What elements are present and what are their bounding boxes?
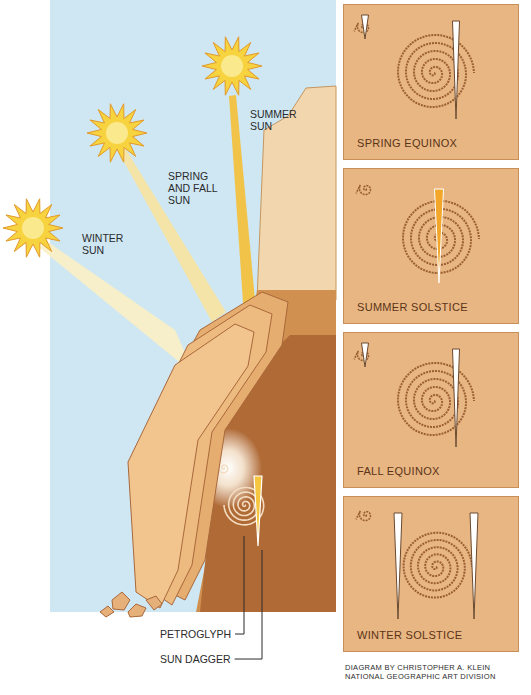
rubble-stone xyxy=(128,604,146,617)
sun xyxy=(3,199,63,257)
sun-dagger xyxy=(453,349,460,447)
spiral-petroglyph xyxy=(398,35,474,107)
spiral-petroglyph xyxy=(398,363,474,435)
leader-line xyxy=(235,550,262,659)
sun-dagger xyxy=(394,513,402,619)
solar-event-panel: FALL EQUINOX xyxy=(343,332,519,488)
sun-rays xyxy=(87,104,147,162)
sun xyxy=(87,104,147,162)
rubble xyxy=(100,592,162,617)
petroglyph-figure xyxy=(344,169,518,323)
small-spiral xyxy=(356,185,370,195)
part-label: PETROGLYPH xyxy=(160,628,231,640)
sun-dagger xyxy=(362,15,369,39)
sun-dagger xyxy=(435,189,444,283)
solar-event-panel: WINTER SOLSTICE xyxy=(343,496,519,652)
rock-slab xyxy=(128,324,254,608)
part-label: SPRING AND FALL SUN xyxy=(168,170,230,206)
small-spiral xyxy=(356,511,370,521)
sun xyxy=(202,37,262,95)
sun-dagger xyxy=(453,21,460,119)
panel-label: WINTER SOLSTICE xyxy=(344,629,518,651)
sun-dagger-light xyxy=(254,476,262,546)
panel-label: FALL EQUINOX xyxy=(344,465,518,487)
sun-dagger xyxy=(362,343,369,367)
petroglyph-figure xyxy=(344,497,518,651)
part-label: SUMMER SUN xyxy=(250,108,304,132)
leader-line xyxy=(235,536,244,634)
panel-label: SUMMER SOLSTICE xyxy=(344,301,518,323)
sun-core xyxy=(221,55,243,77)
solar-event-panel: SUMMER SOLSTICE xyxy=(343,168,519,324)
sun-rays xyxy=(202,37,262,95)
solar-event-panel: SPRING EQUINOX xyxy=(343,4,519,160)
credit-line: DIAGRAM BY CHRISTOPHER A. KLEIN NATIONAL… xyxy=(345,664,527,681)
rubble-stone xyxy=(112,592,130,610)
winter-beam xyxy=(40,240,195,375)
sun-dagger xyxy=(470,513,478,619)
rubble-stone xyxy=(100,606,114,617)
sky xyxy=(50,0,336,612)
sun-core xyxy=(22,217,44,239)
petroglyph-figure xyxy=(344,5,518,159)
part-label: WINTER SUN xyxy=(82,232,136,256)
suns xyxy=(3,37,262,257)
spiral-petroglyph xyxy=(404,533,472,598)
rubble-stone xyxy=(146,596,162,610)
panel-label: SPRING EQUINOX xyxy=(344,137,518,159)
petroglyph-figure xyxy=(344,333,518,487)
leader-lines xyxy=(235,536,262,659)
part-label: SUN DAGGER xyxy=(160,653,231,665)
sun-rays xyxy=(3,199,63,257)
sun-core xyxy=(106,122,128,144)
petroglyph-figure xyxy=(216,464,264,546)
